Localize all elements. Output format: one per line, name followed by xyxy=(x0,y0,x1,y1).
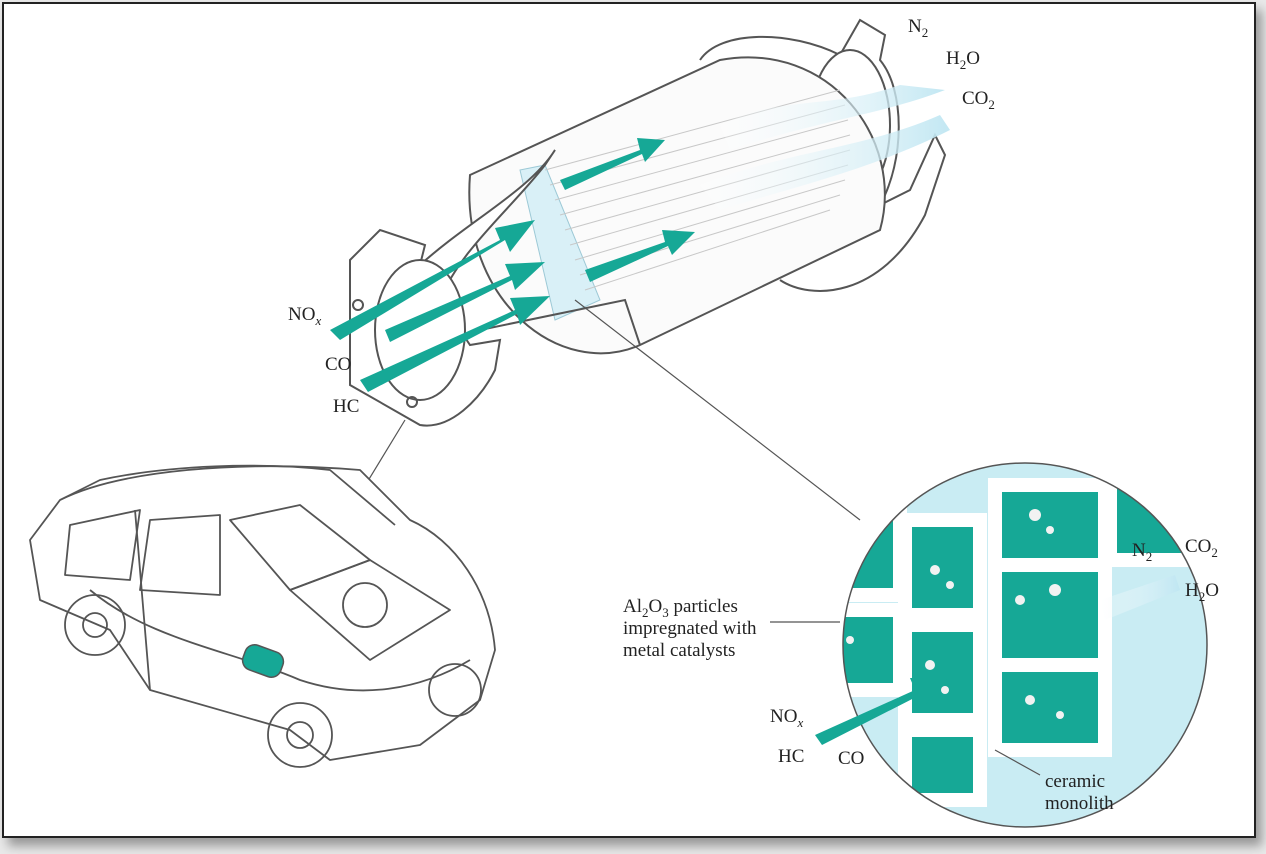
monolith-cell xyxy=(988,558,1112,672)
detail-inflow-arrow xyxy=(815,678,948,745)
particles-label-line2: impregnated with xyxy=(623,618,757,639)
detail-label-n2: N2 xyxy=(1132,540,1152,564)
monolith-cell xyxy=(898,723,987,807)
detail-outflow xyxy=(1100,575,1180,620)
monolith-face xyxy=(519,164,601,321)
car-wheel xyxy=(267,702,333,768)
detail-labels: Al2O3 particles impregnated with metal c… xyxy=(623,536,1219,814)
converter-gas-labels: NOx CO HC N2 H2O CO2 xyxy=(288,16,995,417)
flow-arrow xyxy=(560,138,665,190)
particles-label-line1: Al2O3 particles xyxy=(623,596,738,620)
label-h2o: H2O xyxy=(946,48,980,72)
detail-label-co2: CO2 xyxy=(1185,536,1218,560)
car-door-line xyxy=(134,509,151,691)
detail-label-h2o: H2O xyxy=(1185,580,1219,604)
car xyxy=(29,464,496,768)
car-catalytic-converter xyxy=(241,644,285,678)
flow-arrow xyxy=(385,262,545,342)
car-side-window xyxy=(64,509,141,581)
car-side-window xyxy=(139,514,221,596)
detail-label-co: CO xyxy=(838,748,864,769)
exhaust-plumes xyxy=(700,85,950,210)
detail-lens xyxy=(815,462,1208,828)
label-nox: NOx xyxy=(288,304,321,328)
monolith-cell xyxy=(843,503,907,602)
label-co: CO xyxy=(325,354,351,375)
monolith-cell xyxy=(898,618,987,727)
converter-cut-edge xyxy=(479,298,641,346)
monolith-label-line1: ceramic xyxy=(1045,771,1105,792)
exhaust-pipe xyxy=(89,589,471,692)
car-wheel-hub xyxy=(82,612,108,638)
flange-bolt-hole xyxy=(406,396,418,408)
car-wheel xyxy=(64,594,126,656)
car-hood xyxy=(289,559,451,661)
catalytic-converter xyxy=(349,18,947,427)
label-co2: CO2 xyxy=(962,88,995,112)
engine-air-filter xyxy=(342,582,388,628)
flow-arrow xyxy=(330,220,535,340)
car-roof xyxy=(59,464,396,526)
monolith-label-line2: monolith xyxy=(1045,793,1114,814)
car-wheel-hub xyxy=(286,721,314,749)
monolith-cell xyxy=(1103,463,1197,567)
detail-pointers xyxy=(770,621,1041,776)
inflow-arrows xyxy=(330,138,695,392)
flow-arrow xyxy=(360,296,550,392)
label-n2: N2 xyxy=(908,16,928,40)
detail-label-nox: NOx xyxy=(770,706,803,730)
flange-bolt-hole xyxy=(352,299,364,311)
label-hc: HC xyxy=(333,396,359,417)
flow-arrow xyxy=(585,230,695,282)
monolith-cell xyxy=(988,658,1112,757)
car-body xyxy=(29,465,496,761)
car-wheel xyxy=(428,663,482,717)
particles-label-line3: metal catalysts xyxy=(623,640,735,661)
monolith-cell xyxy=(898,513,987,622)
detail-label-hc: HC xyxy=(778,746,804,767)
